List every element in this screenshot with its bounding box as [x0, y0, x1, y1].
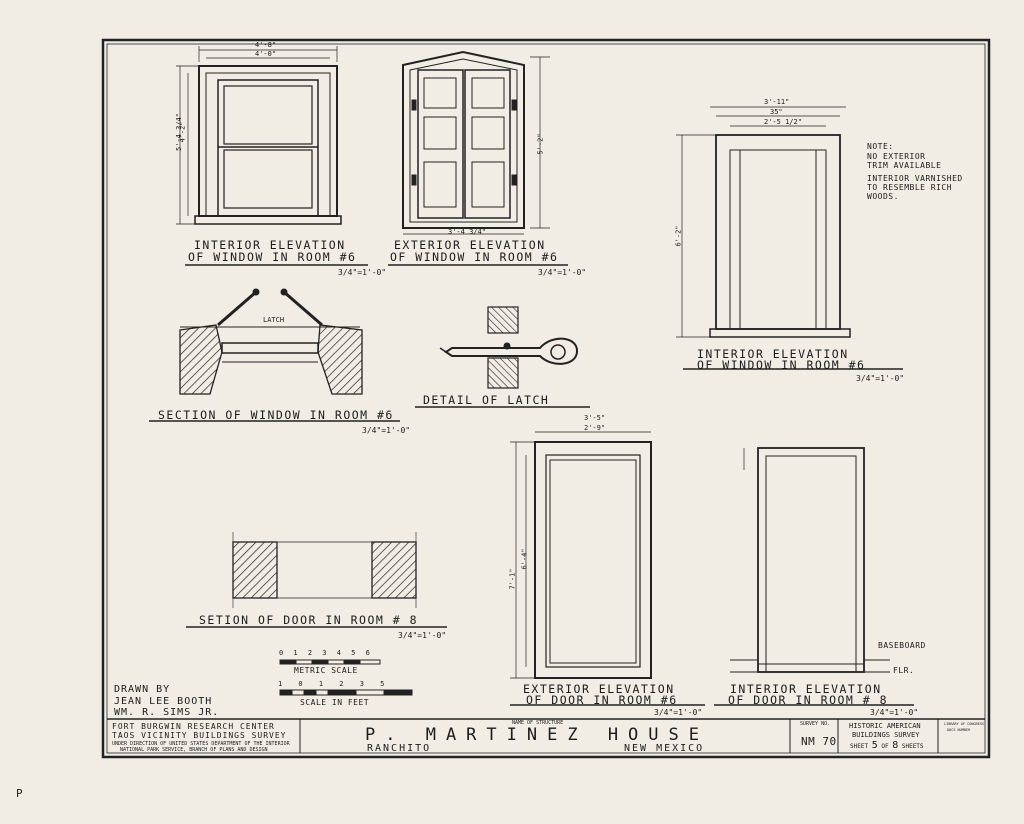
dim-w2-width: 3'-4 3/4" — [448, 228, 486, 236]
baseboard-callout: BASEBOARD — [878, 641, 926, 650]
latch-callout: LATCH — [263, 316, 285, 324]
library-line-1: LIBRARY OF CONGRESS — [944, 722, 985, 726]
library-line-2: DOCS NUMBER — [947, 728, 971, 732]
note-line-2: TRIM AVAILABLE — [867, 161, 942, 170]
metric-scale-label: METRIC SCALE — [294, 666, 358, 675]
window-ext-elev-title-1: EXTERIOR ELEVATION — [394, 238, 546, 252]
org-line-3: UNDER DIRECTION OF UNITED STATES DEPARTM… — [112, 741, 290, 747]
note-heading: NOTE: — [867, 142, 894, 151]
org-line-1: FORT BURGWIN RESEARCH CENTER — [112, 722, 275, 731]
location-state: NEW MEXICO — [624, 743, 705, 754]
window-int-elev-right-scale: 3/4"=1'-0" — [856, 374, 905, 383]
window-int-elev-scale: 3/4"=1'-0" — [338, 268, 387, 277]
door-section-scale: 3/4"=1'-0" — [398, 631, 447, 640]
note-line-4: TO RESEMBLE RICH — [867, 183, 953, 192]
feet-scale-label: SCALE IN FEET — [300, 698, 370, 707]
habs-line-2: BUILDINGS SURVEY — [852, 731, 920, 739]
latch-detail-drawing — [439, 306, 579, 389]
feet-scale-ticks: 1 0 1 2 3 5 — [278, 680, 391, 688]
habs-line-1: HISTORIC AMERICAN — [849, 722, 921, 730]
door-section-drawing — [232, 532, 417, 608]
dim-d1-height: 7'-1" — [508, 568, 517, 590]
dim-w1-top-outer: 4'-8" — [255, 41, 277, 49]
door-exterior-elevation-drawing — [510, 431, 652, 679]
sheet-prefix: SHEET — [850, 743, 869, 750]
inner-border — [106, 43, 986, 754]
caption-underlines — [149, 264, 914, 706]
note-line-5: WOODS. — [867, 192, 899, 201]
metric-scale-bar — [279, 659, 381, 665]
location-town: RANCHITO — [367, 743, 432, 754]
dim-w2-height: 5'-2" — [536, 133, 545, 155]
note-line-1: NO EXTERIOR — [867, 152, 926, 161]
window-section-drawing — [179, 288, 363, 395]
drawn-by-name-2: WM. R. SIMS JR. — [114, 707, 220, 718]
dim-w3-mid: 35" — [770, 108, 783, 116]
dim-d1-inner: 2'-9" — [584, 424, 606, 432]
window-interior-elevation-right-drawing — [676, 106, 851, 338]
door-section-title: SETION OF DOOR IN ROOM # 8 — [199, 613, 419, 627]
sheet-of: OF — [881, 743, 889, 750]
dim-d1-inner-height: 6'-4" — [520, 548, 529, 570]
window-ext-elev-title-2: OF WINDOW IN ROOM #6 — [390, 250, 559, 264]
dim-d1-top: 3'-5" — [584, 414, 606, 422]
drawn-by-name-1: JEAN LEE BOOTH — [114, 696, 213, 707]
note-line-3: INTERIOR VARNISHED — [867, 174, 963, 183]
corner-mark: P — [16, 787, 24, 800]
org-line-4: NATIONAL PARK SERVICE, BRANCH OF PLANS A… — [120, 747, 268, 753]
survey-number: NM 70 — [801, 735, 837, 748]
drawn-by-label: DRAWN BY — [114, 684, 171, 695]
window-section-scale: 3/4"=1'-0" — [362, 426, 411, 435]
latch-detail-title: DETAIL OF LATCH — [423, 393, 550, 407]
structure-name: P. MARTINEZ HOUSE — [365, 725, 709, 745]
window-int-elev-title-2: OF WINDOW IN ROOM #6 — [188, 250, 357, 264]
sheet-number-line: SHEET 5 OF 8 SHEETS — [850, 740, 924, 751]
window-section-title: SECTION OF WINDOW IN ROOM #6 — [158, 408, 394, 422]
window-int-elev-right-title-2: OF WINDOW IN ROOM #6 — [697, 358, 866, 372]
title-block-frame — [107, 718, 985, 753]
dim-w3-height: 6'-2" — [674, 225, 683, 247]
door-int-elev-scale: 3/4"=1'-0" — [870, 708, 919, 717]
metric-scale-ticks: 0 1 2 3 4 5 6 — [279, 649, 373, 657]
sheet-total: 8 — [892, 740, 899, 751]
door-ext-elev-scale: 3/4"=1'-0" — [654, 708, 703, 717]
door-interior-elevation-drawing — [730, 447, 890, 673]
survey-caption: SURVEY NO. — [800, 721, 831, 727]
outer-border — [101, 38, 991, 759]
structure-caption: NAME OF STRUCTURE — [512, 720, 564, 726]
window-ext-elev-scale: 3/4"=1'-0" — [538, 268, 587, 277]
dim-w1-top-inner: 4'-0" — [255, 50, 277, 58]
window-int-elev-title-1: INTERIOR ELEVATION — [194, 238, 346, 252]
window-interior-elevation-drawing — [176, 46, 342, 225]
window-exterior-elevation-drawing — [402, 50, 550, 235]
floor-callout: FLR. — [893, 666, 915, 675]
feet-scale-bar — [279, 689, 413, 696]
dim-w3-inner: 2'-5 1/2" — [764, 118, 802, 126]
door-int-elev-title-2: OF DOOR IN ROOM # 8 — [728, 693, 889, 707]
sheet-suffix: SHEETS — [901, 743, 924, 750]
org-line-2: TAOS VICINITY BUILDINGS SURVEY — [112, 731, 287, 740]
door-int-elev-title-1: INTERIOR ELEVATION — [730, 682, 882, 696]
door-ext-elev-title-1: EXTERIOR ELEVATION — [523, 682, 675, 696]
dim-w3-top: 3'-11" — [764, 98, 790, 106]
sheet-number: 5 — [871, 740, 878, 751]
dim-w1-height-inner: 4'-2" — [178, 121, 187, 143]
window-int-elev-right-title-1: INTERIOR ELEVATION — [697, 347, 849, 361]
door-ext-elev-title-2: OF DOOR IN ROOM #6 — [526, 693, 678, 707]
